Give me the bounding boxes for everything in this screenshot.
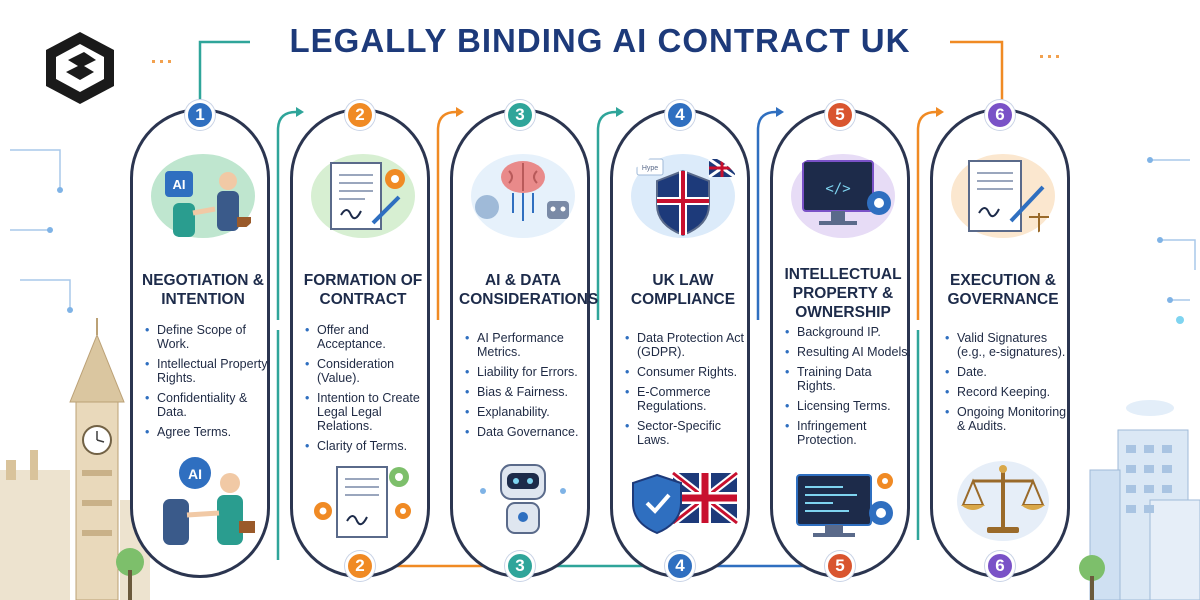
list-item: Record Keeping.: [945, 385, 1073, 399]
step-badge-bottom-2: 2: [345, 551, 375, 581]
step-badge-bottom-3: 3: [505, 551, 535, 581]
city-buildings-icon: [1089, 429, 1200, 600]
list-item: Offer and Acceptance.: [305, 323, 433, 351]
step-heading: AI & DATA CONSIDERATIONS: [459, 272, 599, 308]
list-item: Define Scope of Work.: [145, 323, 273, 351]
step-items: Define Scope of Work. Intellectual Prope…: [145, 323, 273, 445]
list-item: Clarity of Terms.: [305, 439, 433, 453]
list-item: Background IP.: [785, 325, 913, 339]
step-heading: UK LAW COMPLIANCE: [630, 272, 736, 308]
ai-chip-label: AI: [188, 466, 202, 482]
step-badge-5: 5: [825, 100, 855, 130]
list-item: Ongoing Monitoring & Audits.: [945, 405, 1073, 433]
ai-chip-label: AI: [173, 177, 186, 192]
step-card-1: AI NEGOTIATION & INTENTION Define Scope …: [130, 108, 270, 578]
list-item: Intention to Create Legal Legal Relation…: [305, 391, 433, 433]
code-screen-icon: [796, 473, 893, 537]
list-item: Date.: [945, 365, 1073, 379]
scales-of-justice-icon: [957, 461, 1049, 541]
list-item: Intellectual Property Rights.: [145, 357, 273, 385]
step-card-6: EXECUTION & GOVERNANCE Valid Signatures …: [930, 108, 1070, 578]
step-badge-2: 2: [345, 100, 375, 130]
step-badge-bottom-6: 6: [985, 551, 1015, 581]
step-badge-bottom-5: 5: [825, 551, 855, 581]
big-ben-icon: [69, 318, 125, 600]
step-items: Data Protection Act (GDPR). Consumer Rig…: [625, 331, 753, 453]
handshake-ai-bottom-icon: AI: [163, 457, 255, 545]
list-item: Agree Terms.: [145, 425, 273, 439]
step-items: Offer and Acceptance. Consideration (Val…: [305, 323, 433, 459]
step-badge-bottom-4: 4: [665, 551, 695, 581]
step-badge-4: 4: [665, 100, 695, 130]
list-item: Data Protection Act (GDPR).: [625, 331, 753, 359]
contract-document-gear-icon: [311, 154, 415, 238]
step-card-4: Hype UK LAW COMPLIANCE Data Protection A…: [610, 108, 750, 578]
list-item: Training Data Rights.: [785, 365, 913, 393]
step-badge-6: 6: [985, 100, 1015, 130]
step-items: Background IP. Resulting AI Models. Trai…: [785, 325, 913, 453]
code-monitor-gear-icon: </>: [791, 154, 895, 238]
step-heading: EXECUTION & GOVERNANCE: [947, 272, 1059, 308]
list-item: AI Performance Metrics.: [465, 331, 593, 359]
list-item: Infringement Protection.: [785, 419, 913, 447]
list-item: E-Commerce Regulations.: [625, 385, 753, 413]
list-item: Sector-Specific Laws.: [625, 419, 753, 447]
step-badge-1: 1: [185, 100, 215, 130]
step-items: Valid Signatures (e.g., e-signatures). D…: [945, 331, 1073, 439]
list-item: Data Governance.: [465, 425, 593, 439]
list-item: Bias & Fairness.: [465, 385, 593, 399]
contract-gears-icon: [314, 466, 411, 538]
list-item: Confidentiality & Data.: [145, 391, 273, 419]
screen-tab-label: Hype: [642, 165, 658, 172]
uk-shield-flag-icon: Hype: [631, 154, 736, 238]
robot-icon: [480, 464, 566, 534]
hexagon-logo-icon: [46, 32, 114, 104]
list-item: Explanability.: [465, 405, 593, 419]
list-item: Consideration (Value).: [305, 357, 433, 385]
list-item: Liability for Errors.: [465, 365, 593, 379]
handshake-ai-icon: AI: [151, 154, 255, 238]
step-badge-3: 3: [505, 100, 535, 130]
step-heading: NEGOTIATION & INTENTION: [142, 272, 264, 308]
svg-text:</>: </>: [825, 181, 850, 197]
shield-check-flag-icon: [632, 470, 740, 535]
list-item: Licensing Terms.: [785, 399, 913, 413]
page-title: LEGALLY BINDING AI CONTRACT UK: [289, 22, 911, 59]
step-card-5: </> INTELLECTUAL PROPERTY & OWNERSHIP Ba…: [770, 108, 913, 578]
list-item: Resulting AI Models.: [785, 345, 913, 359]
step-heading: FORMATION OF CONTRACT: [303, 272, 423, 308]
step-card-2: FORMATION OF CONTRACT Offer and Acceptan…: [290, 108, 430, 578]
ai-brain-robot-icon: [471, 154, 575, 238]
step-items: AI Performance Metrics. Liability for Er…: [465, 331, 593, 445]
step-card-3: AI & DATA CONSIDERATIONS AI Performance …: [450, 108, 599, 578]
signed-document-scales-icon: [951, 154, 1055, 238]
list-item: Valid Signatures (e.g., e-signatures).: [945, 331, 1073, 359]
list-item: Consumer Rights.: [625, 365, 753, 379]
step-heading: INTELLECTUAL PROPERTY & OWNERSHIP: [784, 266, 902, 321]
